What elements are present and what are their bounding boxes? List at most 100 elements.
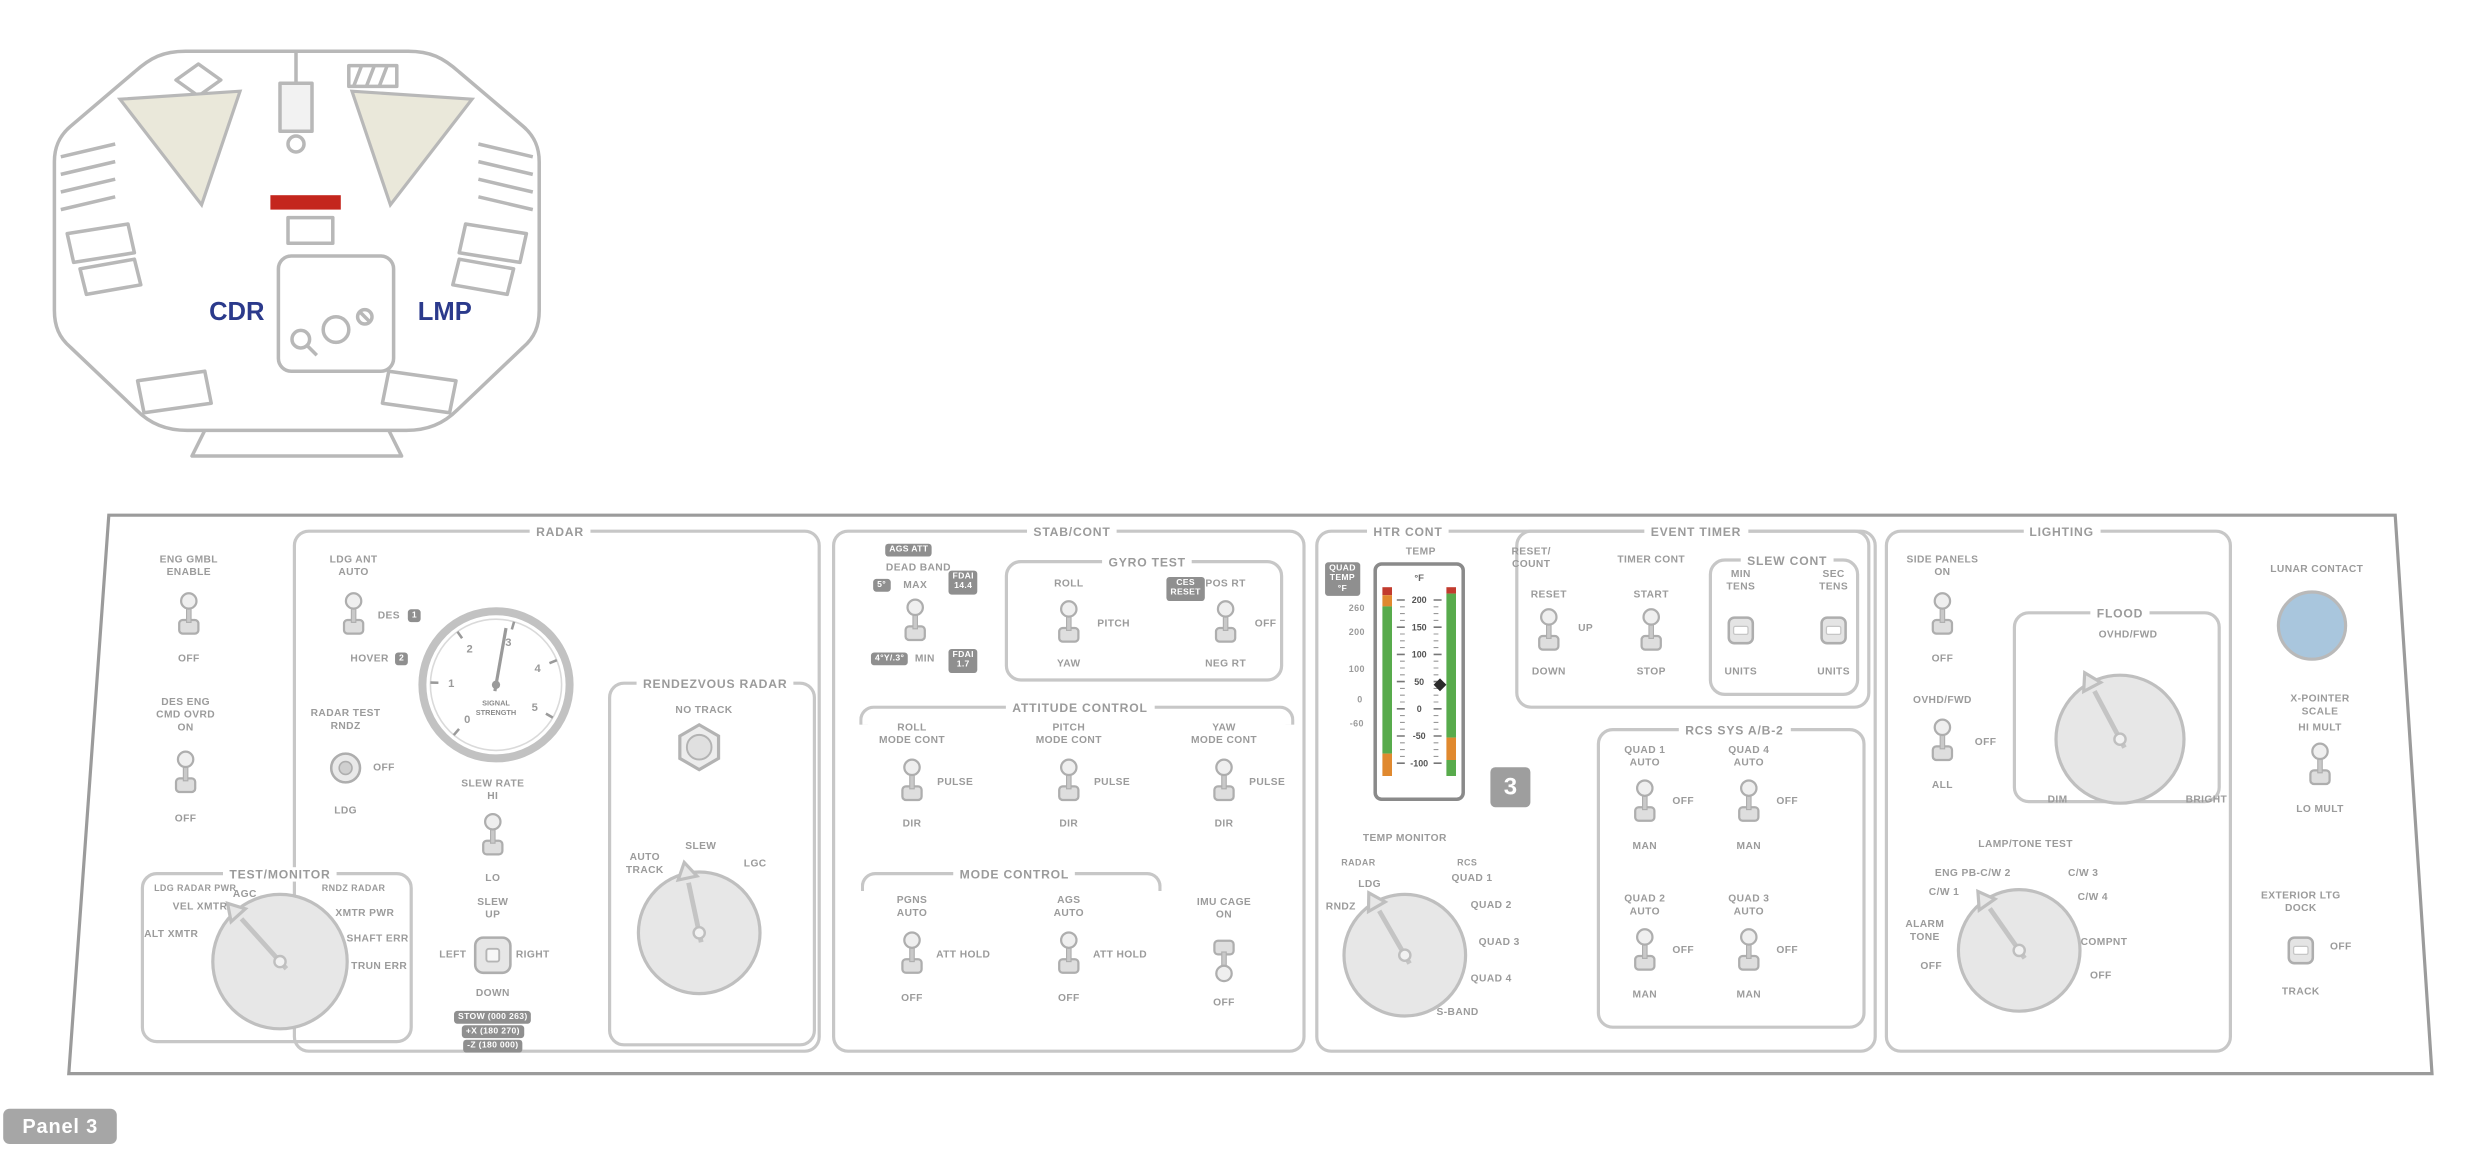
mc-pgns-auto: AUTO — [897, 908, 927, 919]
slew-stow-badge: STOW (000 263) — [454, 1011, 532, 1024]
rcs-quad1-switch[interactable] — [1629, 776, 1661, 830]
lamp-tone-knob[interactable] — [1944, 875, 2094, 1025]
imu-cage-switch[interactable] — [1208, 931, 1240, 985]
panel-ref-number: 3 — [1490, 767, 1530, 807]
svg-text:4: 4 — [534, 663, 541, 675]
qt-minus-60: -60 — [1350, 720, 1364, 730]
ldg-ant-hover: HOVER — [350, 654, 388, 665]
ldg-ant-auto: AUTO — [338, 567, 368, 578]
flood-ovhd-fwd: OVHD/FWD — [2099, 630, 2158, 641]
tm-trun-err: TRUN ERR — [351, 961, 407, 972]
svg-text:100: 100 — [1412, 650, 1427, 660]
dead-band-title: DEAD BAND — [886, 562, 951, 573]
rr-lgc: LGC — [744, 858, 767, 869]
lt-cw3: C/W 3 — [2068, 868, 2098, 879]
ldg-ant-title: LDG ANT — [330, 554, 378, 565]
att-pitch-dir: DIR — [1059, 818, 1078, 829]
radar-test-rndz: RNDZ — [331, 721, 361, 732]
slew-rate-lo: LO — [485, 873, 500, 884]
gyro-off: OFF — [1255, 618, 1277, 629]
event-timer-box-title: EVENT TIMER — [1644, 524, 1747, 538]
et-reset-count-switch[interactable] — [1533, 605, 1565, 659]
att-roll-pulse: PULSE — [937, 777, 973, 788]
mode-control-bracket: MODE CONTROL — [861, 872, 1162, 891]
radar-section-title: RADAR — [530, 524, 591, 538]
slew-rate-title: SLEW RATE — [461, 778, 524, 789]
xp-hi-mult: HI MULT — [2298, 722, 2342, 733]
et-start: START — [1634, 590, 1669, 601]
tm-agc: AGC — [233, 889, 257, 900]
rcs-q4-man: MAN — [1737, 841, 1762, 852]
panel-badge-label: Panel 3 — [22, 1115, 98, 1137]
tmon-ldg: LDG — [1358, 879, 1381, 890]
att-roll-switch[interactable] — [896, 755, 928, 809]
test-monitor-box-title: TEST/MONITOR — [223, 866, 337, 880]
ldg-ant-switch[interactable] — [338, 589, 370, 643]
des-eng-cmd-ovrd-switch[interactable] — [170, 747, 202, 801]
gyro-neg-rt: NEG RT — [1205, 658, 1246, 669]
sc-sec-switch[interactable] — [1818, 613, 1850, 648]
exterior-ltg-switch[interactable] — [2285, 933, 2317, 968]
tmon-rndz: RNDZ — [1326, 902, 1356, 913]
eng-gmbl-switch[interactable] — [173, 589, 205, 643]
rcs-quad2-switch[interactable] — [1629, 925, 1661, 979]
radar-test-ldg: LDG — [334, 806, 357, 817]
att-yaw-switch[interactable] — [1208, 755, 1240, 809]
x-pointer-scale-switch[interactable] — [2304, 739, 2336, 793]
slew-cont-box-title: SLEW CONT — [1741, 553, 1834, 567]
sc-min-tens: TENS — [1726, 582, 1755, 593]
ovhd-fwd-switch[interactable] — [1926, 715, 1958, 769]
rcs-q2-off: OFF — [1672, 945, 1694, 956]
att-yaw-dir: DIR — [1215, 818, 1234, 829]
sc-sec-units: UNITS — [1817, 666, 1850, 677]
htr-event-section-title: HTR CONT — [1367, 524, 1449, 538]
slew-rate-hi: HI — [487, 791, 498, 802]
att-yaw-pulse: PULSE — [1249, 777, 1285, 788]
sc-min-switch[interactable] — [1725, 613, 1757, 648]
imu-cage-title: IMU CAGE — [1197, 897, 1251, 908]
mode-pgns-switch[interactable] — [896, 928, 928, 982]
svg-text:5: 5 — [532, 702, 538, 714]
des-eng-off: OFF — [175, 814, 197, 825]
lt-eng-pb-cw2: ENG PB-C/W 2 — [1935, 868, 2011, 879]
rcs-quad3-switch[interactable] — [1733, 925, 1765, 979]
dead-band-max: MAX — [903, 580, 927, 591]
slew-4way-switch[interactable] — [470, 933, 515, 978]
et-timer-cont-switch[interactable] — [1635, 605, 1667, 659]
flood-bright: BRIGHT — [2186, 794, 2228, 805]
rcs-q4: QUAD 4 — [1728, 745, 1769, 756]
mode-ags-switch[interactable] — [1053, 928, 1085, 982]
rcs-quad4-switch[interactable] — [1733, 776, 1765, 830]
slew-right: RIGHT — [516, 950, 550, 961]
radar-test-switch[interactable] — [326, 749, 364, 787]
lt-alarm: ALARM — [1905, 919, 1944, 930]
stab-cont-section-title: STAB/CONT — [1027, 524, 1117, 538]
side-panels-switch[interactable] — [1926, 589, 1958, 643]
et-reset-count-2: COUNT — [1512, 559, 1550, 570]
des-eng-title-1: DES ENG — [161, 697, 210, 708]
svg-text:-100: -100 — [1410, 758, 1428, 768]
rcs-q2-auto: AUTO — [1630, 906, 1660, 917]
rcs-q2: QUAD 2 — [1624, 894, 1665, 905]
et-reset-count-1: RESET/ — [1512, 546, 1551, 557]
slew-rate-switch[interactable] — [477, 810, 509, 864]
att-roll-2: MODE CONT — [879, 735, 945, 746]
att-pitch-switch[interactable] — [1053, 755, 1085, 809]
lunar-contact-light — [2272, 586, 2352, 666]
rcs-sys-box: RCS SYS A/B-2 — [1597, 728, 1866, 1029]
lt-off-left: OFF — [1920, 961, 1942, 972]
att-pitch-1: PITCH — [1052, 722, 1085, 733]
gyro-test-axis-switch[interactable] — [1053, 597, 1085, 651]
side-panels-title: SIDE PANELS — [1906, 554, 1978, 565]
radar-test-off: OFF — [373, 762, 395, 773]
tm-vel-xmtr: VEL XMTR — [173, 902, 228, 913]
dead-band-min: MIN — [915, 654, 935, 665]
svg-text:0: 0 — [464, 714, 470, 726]
gyro-test-rate-switch[interactable] — [1210, 597, 1242, 651]
svg-text:50: 50 — [1414, 677, 1424, 687]
rendezvous-radar-knob[interactable] — [624, 858, 774, 1008]
dead-band-switch[interactable] — [899, 595, 931, 649]
